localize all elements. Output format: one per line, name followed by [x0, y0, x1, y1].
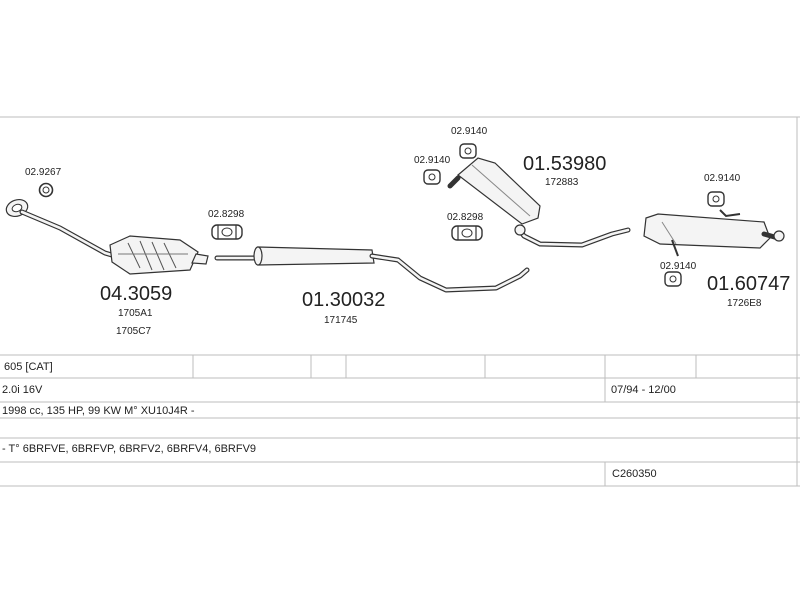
hanger-rear-b-code: 02.9140 — [660, 261, 697, 272]
middle-pipe-ref: 171745 — [324, 315, 358, 326]
clamp-front-part — [211, 224, 243, 240]
middle-pipe-part — [214, 246, 530, 293]
catalyst-part — [5, 198, 209, 275]
table-engine: 2.0i 16V — [2, 384, 43, 396]
catalyst-ref2: 1705C7 — [116, 326, 151, 337]
table-model: 605 [CAT] — [4, 361, 53, 373]
clamp-mid-part — [451, 225, 483, 241]
table-specs: 1998 cc, 135 HP, 99 KW M° XU10J4R - — [2, 405, 195, 417]
hanger-mid-b-part — [423, 169, 441, 185]
center-silencer-ref: 172883 — [545, 177, 579, 188]
center-silencer-part — [447, 157, 631, 248]
catalyst-code: 04.3059 — [100, 283, 172, 305]
table-years: 07/94 - 12/00 — [611, 384, 676, 396]
hanger-rear-a-part — [707, 191, 725, 207]
clamp-front-code: 02.8298 — [208, 209, 245, 220]
hanger-rear-a-code: 02.9140 — [704, 173, 741, 184]
hanger-mid-a-code: 02.9140 — [451, 126, 488, 137]
table-code: C260350 — [612, 468, 657, 480]
hanger-mid-a-part — [459, 143, 477, 159]
rear-silencer-ref: 1726E8 — [727, 298, 762, 309]
application-table: 605 [CAT] 2.0i 16V 07/94 - 12/00 1998 cc… — [0, 354, 800, 487]
hanger-mid-b-code: 02.9140 — [414, 155, 451, 166]
hanger-rear-b-part — [664, 271, 682, 287]
center-silencer-code: 01.53980 — [523, 153, 606, 175]
hanger-front-code: 02.9267 — [25, 167, 62, 178]
catalyst-ref1: 1705A1 — [118, 308, 153, 319]
rear-silencer-code: 01.60747 — [707, 273, 790, 295]
clamp-mid-code: 02.8298 — [447, 212, 484, 223]
hanger-front-part — [38, 182, 54, 198]
rear-silencer-part — [643, 209, 785, 257]
table-types: - T° 6BRFVE, 6BRFVP, 6BRFV2, 6BRFV4, 6BR… — [2, 443, 256, 455]
middle-pipe-code: 01.30032 — [302, 289, 385, 311]
